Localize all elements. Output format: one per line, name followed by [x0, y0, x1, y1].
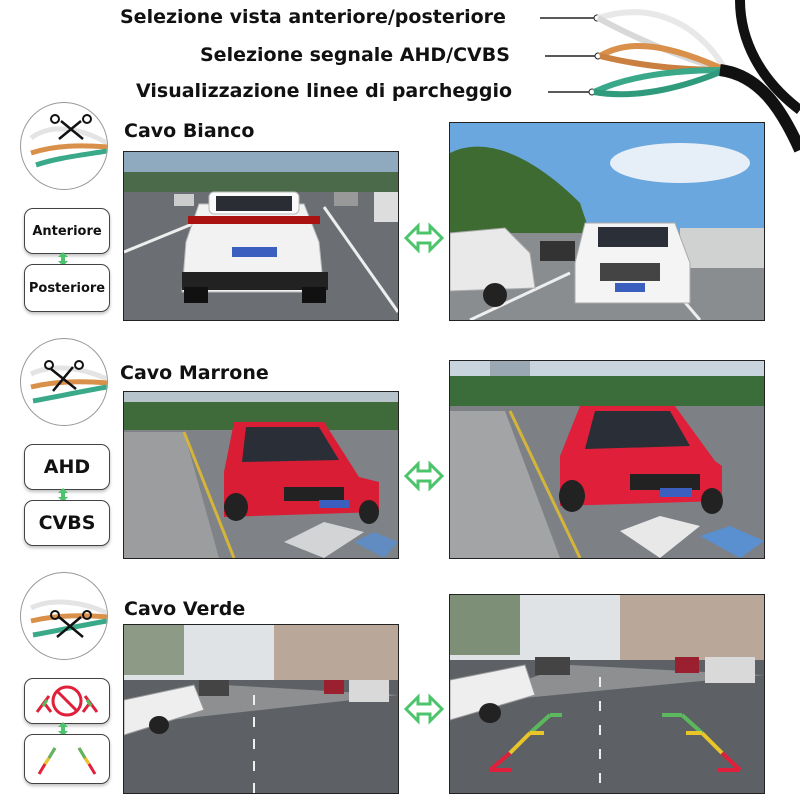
photo-street-with-guidelines	[449, 594, 765, 794]
toggle-arrow-icon	[58, 722, 68, 736]
header-label-front-rear: Selezione vista anteriore/posteriore	[120, 6, 506, 28]
option-ahd: AHD	[24, 444, 110, 490]
option-no-lines	[24, 678, 110, 724]
photo-front-view-white-suv	[449, 122, 765, 321]
option-front: Anteriore	[24, 208, 110, 254]
option-rear: Posteriore	[24, 264, 110, 312]
no-parking-lines-icon	[35, 685, 99, 717]
photo-cvbs-red-car	[123, 391, 399, 559]
white-wire-cut-icon	[20, 102, 108, 190]
toggle-arrow-icon	[58, 488, 68, 502]
photo-street-no-guidelines	[123, 624, 399, 794]
swap-arrow-icon	[404, 693, 444, 725]
green-wire-cut-icon	[20, 572, 108, 660]
photo-rear-view-white-suv	[123, 151, 399, 321]
section-title-white: Cavo Bianco	[124, 120, 255, 142]
section-title-green: Cavo Verde	[124, 598, 246, 620]
parking-lines-icon	[37, 747, 97, 775]
brown-wire-cut-icon	[20, 338, 108, 426]
photo-ahd-red-car	[449, 360, 765, 559]
section-title-brown: Cavo Marrone	[120, 362, 269, 384]
toggle-arrow-icon	[58, 252, 68, 266]
header-label-ahd-cvbs: Selezione segnale AHD/CVBS	[200, 44, 510, 66]
swap-arrow-icon	[404, 460, 444, 492]
cable-wires-icon	[540, 0, 800, 153]
option-cvbs: CVBS	[24, 500, 110, 546]
header-label-parking-lines: Visualizzazione linee di parcheggio	[136, 80, 513, 102]
option-show-lines	[24, 734, 110, 784]
swap-arrow-icon	[404, 222, 444, 254]
